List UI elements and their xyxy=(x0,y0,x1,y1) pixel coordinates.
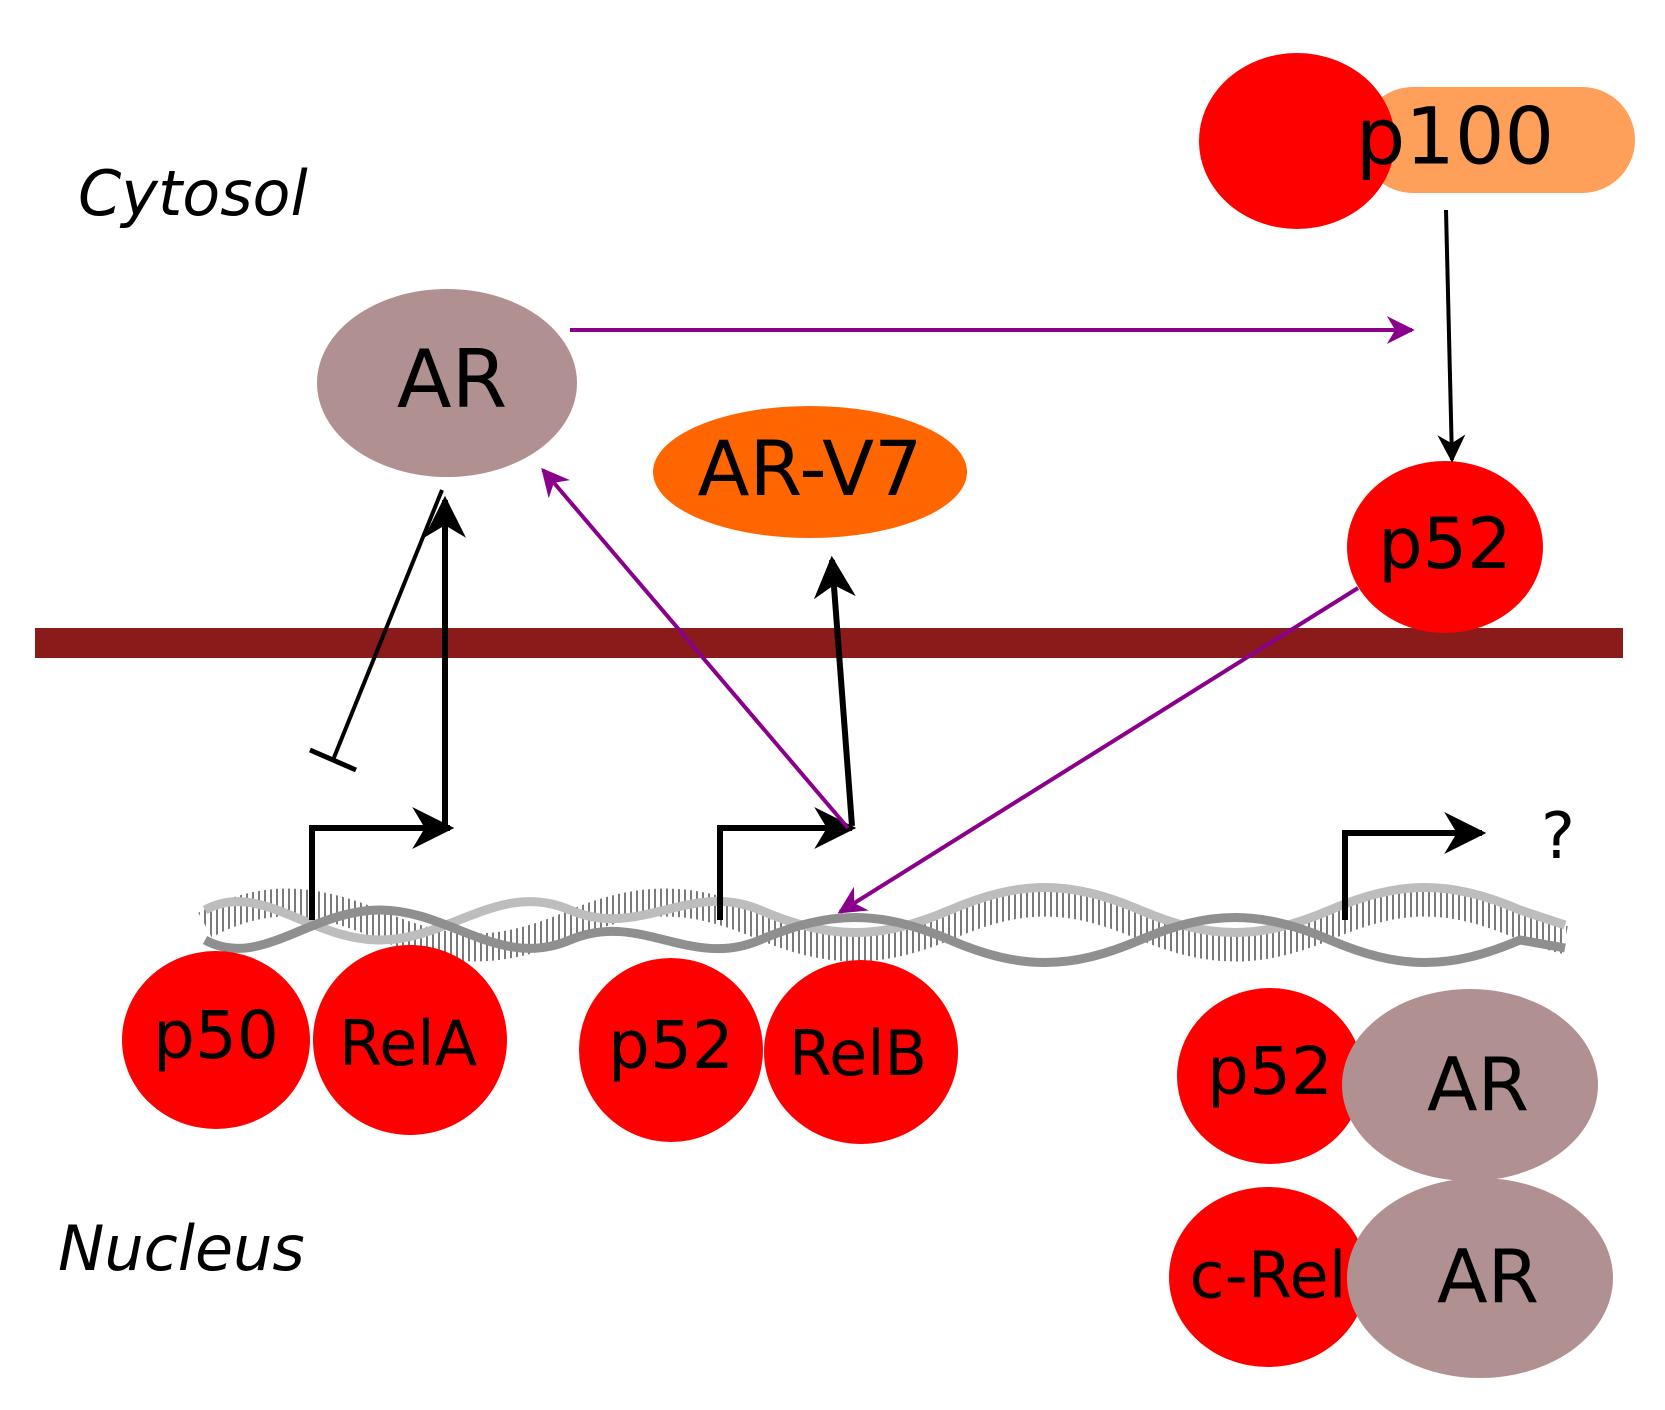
rela-label: RelA xyxy=(339,1007,477,1080)
ar-inhibits-promoter xyxy=(309,489,444,773)
ar-cytosol-shape xyxy=(317,289,577,477)
ar-v7: AR-V7 xyxy=(653,406,967,538)
p52-relb-dimer: p52 RelB xyxy=(579,958,958,1144)
ar-inhibition-line xyxy=(331,489,444,761)
nuclear-membrane xyxy=(35,628,1623,658)
ar-v7-label: AR-V7 xyxy=(697,424,922,513)
promoter-1-arrow xyxy=(309,807,455,920)
promoter-3-arrow xyxy=(1342,812,1487,920)
relb-label: RelB xyxy=(789,1017,927,1090)
p50-shape xyxy=(122,951,310,1129)
ar-cytosol: AR xyxy=(317,289,577,477)
p52-ar-ar-shape xyxy=(1342,989,1598,1181)
p52-ar-p52-shape xyxy=(1177,988,1363,1164)
relb-induces-ar-v7-arrow xyxy=(813,555,856,827)
p100-label: p100 xyxy=(1356,92,1554,182)
p52-nuclear-translocation-arrow xyxy=(837,586,1360,914)
p50-label: p50 xyxy=(153,997,279,1074)
cytosol-label: Cytosol xyxy=(78,157,308,230)
p52-ar-p52-label: p52 xyxy=(1207,1033,1333,1110)
p52-cytosol-label: p52 xyxy=(1378,503,1512,585)
dna-strand-2 xyxy=(202,905,1566,967)
ar-v7-shape xyxy=(653,406,967,538)
p52-ar-complex: p52 AR xyxy=(1177,988,1598,1181)
p100-head xyxy=(1199,53,1395,229)
crel-ar-ar-label: AR xyxy=(1437,1235,1539,1321)
ar-cytosol-label: AR xyxy=(397,333,507,426)
ar-inhibition-bar xyxy=(309,747,357,773)
promoter-2-arrow xyxy=(717,807,857,920)
p100-tail xyxy=(1360,87,1635,193)
dna-strand-1 xyxy=(202,883,1567,945)
p100-to-p52-arrow xyxy=(1437,209,1466,463)
crel-ar-complex: c-Rel AR xyxy=(1169,1178,1613,1378)
dna-rungs xyxy=(198,888,1569,962)
crel-ar-ar-shape xyxy=(1347,1178,1613,1378)
unknown-target-label: ? xyxy=(1541,800,1575,874)
p52-ar-ar-label: AR xyxy=(1427,1043,1529,1129)
crel-label: c-Rel xyxy=(1189,1240,1346,1314)
relb-to-ar-arrow xyxy=(541,467,850,830)
crel-shape xyxy=(1169,1187,1367,1367)
p52-complex-shape xyxy=(579,958,763,1142)
nucleus-label: Nucleus xyxy=(58,1212,305,1285)
rela-shape xyxy=(313,945,507,1135)
p52-cytosol: p52 xyxy=(1347,461,1543,633)
p50-rela-dimer: p50 RelA xyxy=(122,945,507,1135)
p100-protein: p100 xyxy=(1199,53,1635,229)
p52-cytosol-shape xyxy=(1347,461,1543,633)
relb-shape xyxy=(764,960,958,1144)
dna-helix xyxy=(198,883,1569,967)
p52-complex-label: p52 xyxy=(608,1007,734,1084)
